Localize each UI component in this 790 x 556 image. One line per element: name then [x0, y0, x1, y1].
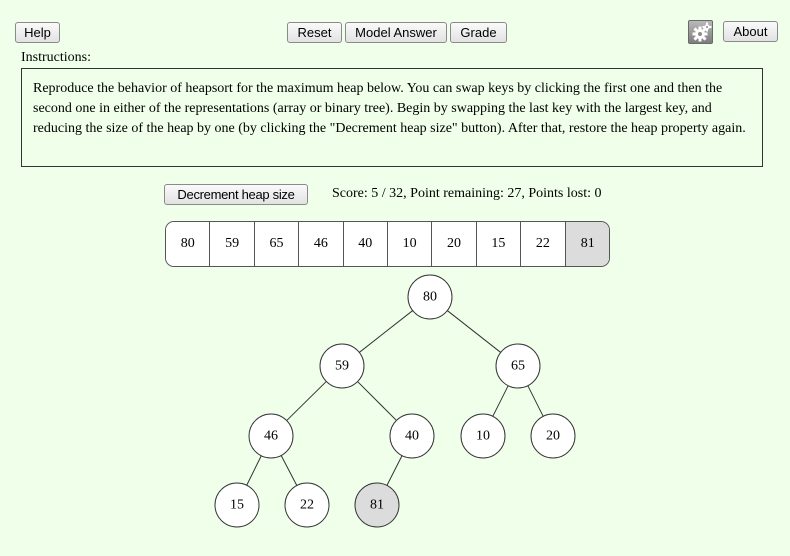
tree-node-label: 65 — [511, 359, 525, 374]
gear-icon — [692, 22, 712, 42]
heap-array: 80 59 65 46 40 10 20 15 22 81 — [165, 221, 610, 267]
tree-node-label: 20 — [546, 429, 560, 444]
model-answer-button[interactable]: Model Answer — [345, 22, 447, 43]
array-cell-5[interactable]: 10 — [387, 222, 433, 266]
tree-node-label: 81 — [370, 498, 384, 513]
tree-edge — [492, 385, 509, 417]
instructions-text: Reproduce the behavior of heapsort for t… — [33, 81, 746, 136]
help-button[interactable]: Help — [15, 22, 60, 43]
tree-node-label: 22 — [300, 498, 314, 513]
tree-node-label: 46 — [264, 429, 278, 444]
grade-button[interactable]: Grade — [450, 22, 507, 43]
tree-node-label: 80 — [423, 290, 437, 305]
tree-node-7[interactable]: 15 — [214, 482, 260, 528]
tree-edge — [447, 310, 501, 353]
instructions-box: Reproduce the behavior of heapsort for t… — [21, 68, 763, 167]
tree-node-2[interactable]: 65 — [495, 343, 541, 389]
tree-edge — [286, 381, 327, 421]
array-cell-8[interactable]: 22 — [521, 222, 566, 266]
array-cell-4[interactable]: 40 — [343, 222, 388, 266]
array-cell-3[interactable]: 46 — [299, 222, 344, 266]
score-text: Score: 5 / 32, Point remaining: 27, Poin… — [332, 186, 602, 201]
tree-node-label: 40 — [405, 429, 419, 444]
settings-button[interactable] — [688, 20, 713, 44]
array-cell-0[interactable]: 80 — [166, 222, 211, 266]
array-cell-7[interactable]: 15 — [476, 222, 522, 266]
tree-node-0[interactable]: 80 — [407, 274, 453, 320]
array-cell-9[interactable]: 81 — [565, 222, 609, 266]
tree-edge — [527, 385, 544, 417]
tree-node-label: 59 — [335, 359, 349, 374]
tree-edge — [359, 310, 413, 353]
tree-edge — [357, 381, 397, 421]
about-button[interactable]: About — [723, 21, 778, 42]
tree-node-8[interactable]: 22 — [284, 482, 330, 528]
tree-edge — [280, 455, 298, 486]
tree-node-1[interactable]: 59 — [319, 343, 365, 389]
tree-node-6[interactable]: 20 — [530, 413, 576, 459]
tree-edge — [386, 455, 403, 486]
tree-node-9[interactable]: 81 — [354, 482, 400, 528]
tree-node-3[interactable]: 46 — [248, 413, 294, 459]
tree-node-label: 15 — [230, 498, 244, 513]
array-cell-6[interactable]: 20 — [432, 222, 477, 266]
array-cell-1[interactable]: 59 — [210, 222, 255, 266]
tree-node-label: 10 — [476, 429, 490, 444]
tree-node-5[interactable]: 10 — [460, 413, 506, 459]
array-cell-2[interactable]: 65 — [254, 222, 300, 266]
instructions-label: Instructions: — [21, 50, 91, 65]
tree-node-4[interactable]: 40 — [389, 413, 435, 459]
tree-edge — [246, 455, 262, 486]
reset-button[interactable]: Reset — [287, 22, 342, 43]
decrement-heap-size-button[interactable]: Decrement heap size — [164, 184, 308, 205]
